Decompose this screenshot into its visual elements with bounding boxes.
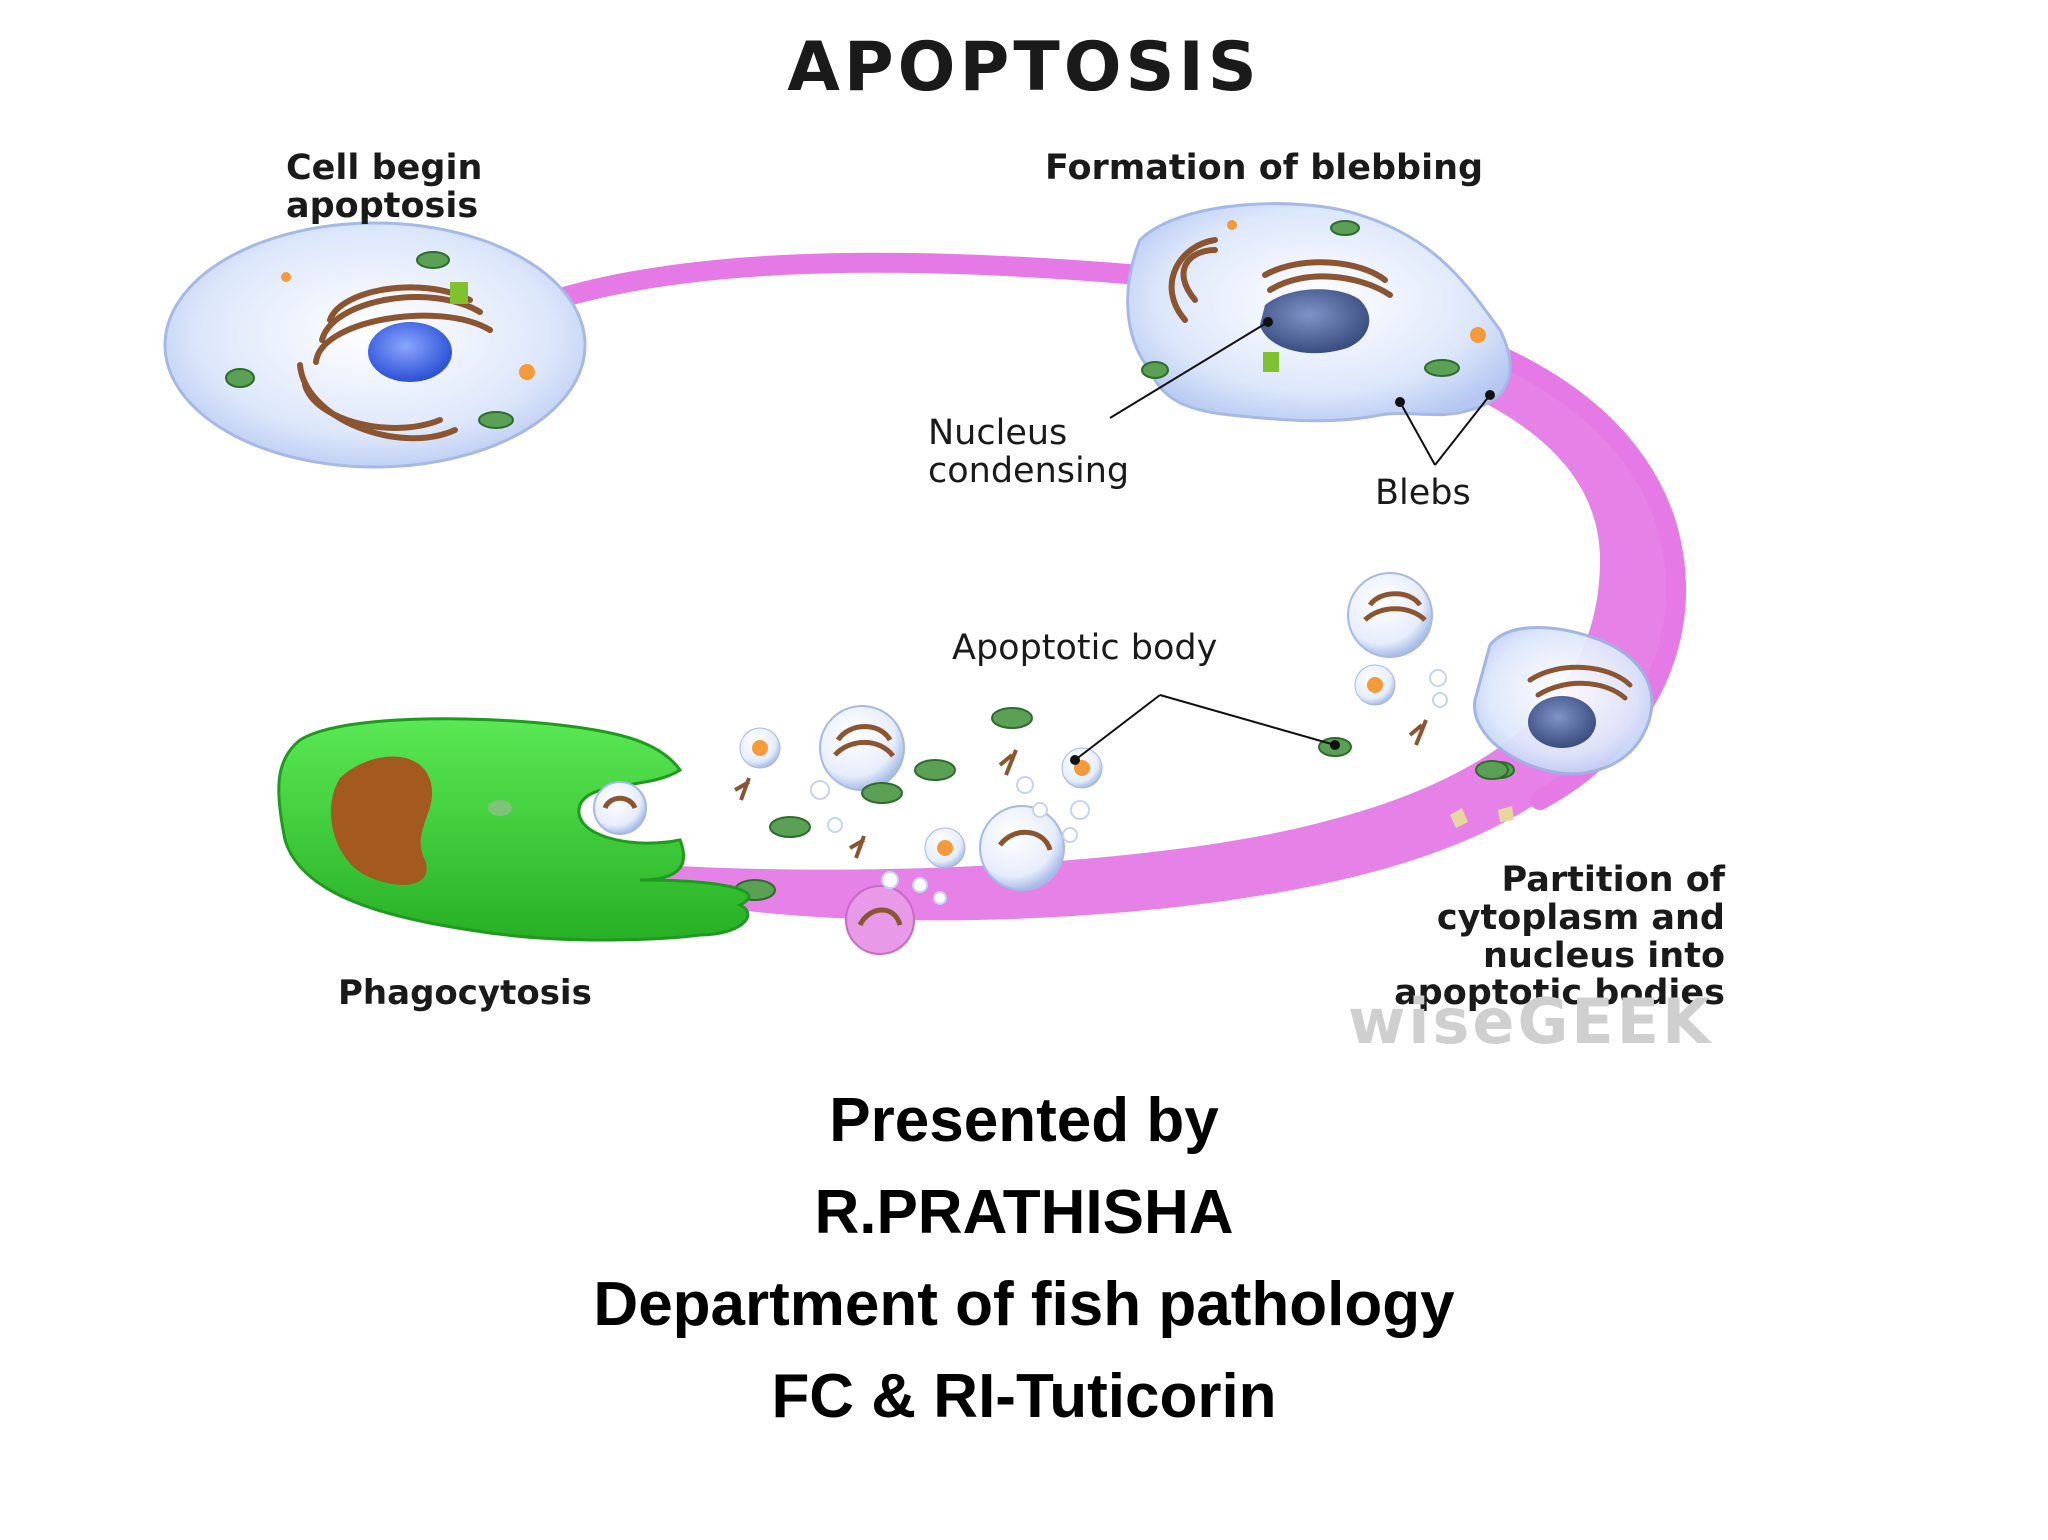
label-pointers <box>1070 694 1340 765</box>
normal-cell <box>163 221 587 469</box>
phagocyte-nucleus-icon <box>330 756 433 885</box>
presenter-name: R.PRATHISHA <box>814 1178 1234 1247</box>
er-block-icon <box>450 282 468 304</box>
mitochondria-icon <box>734 707 1509 901</box>
apoptotic-bodies <box>734 572 1509 955</box>
fragment-icon <box>734 719 1428 859</box>
watermark-logo: wiseGEEK <box>1348 985 1714 1058</box>
mitochondria-icon <box>225 251 514 429</box>
golgi-icon <box>1168 237 1393 323</box>
condensed-nucleus-icon <box>1260 289 1370 354</box>
partitioning-cell <box>1450 626 1654 828</box>
label-blebs: Blebs <box>1375 473 1471 513</box>
presenter-block: Presented by R.PRATHISHA Department of f… <box>0 1075 2048 1443</box>
label-phagocytosis: Phagocytosis <box>338 973 592 1013</box>
apoptosis-path-band <box>600 290 1671 921</box>
vesicle-icon <box>519 364 535 380</box>
phagocyte-cell <box>277 717 751 942</box>
condensed-nucleus-icon <box>1528 696 1596 748</box>
blebbing-cell <box>1109 202 1512 466</box>
diagram-title: APOPTOSIS <box>787 28 1261 107</box>
presenter-heading: Presented by <box>829 1086 1219 1155</box>
label-blebbing: Formation of blebbing <box>1045 148 1484 188</box>
mitochondria-icon <box>1141 220 1460 379</box>
presenter-department: Department of fish pathology <box>593 1270 1455 1339</box>
label-cell-begin: Cell begin apoptosis <box>286 148 483 226</box>
label-apoptotic-body: Apoptotic body <box>952 628 1218 668</box>
nucleus-icon <box>368 322 452 382</box>
label-nucleus-condensing: Nucleus condensing <box>928 413 1130 491</box>
presenter-institution: FC & RI-Tuticorin <box>771 1362 1277 1431</box>
er-block-icon <box>1263 352 1279 372</box>
label-partition: Partition of cytoplasm and nucleus into … <box>1394 860 1725 1014</box>
label-pointers <box>1109 317 1495 466</box>
golgi-icon <box>1527 664 1633 701</box>
